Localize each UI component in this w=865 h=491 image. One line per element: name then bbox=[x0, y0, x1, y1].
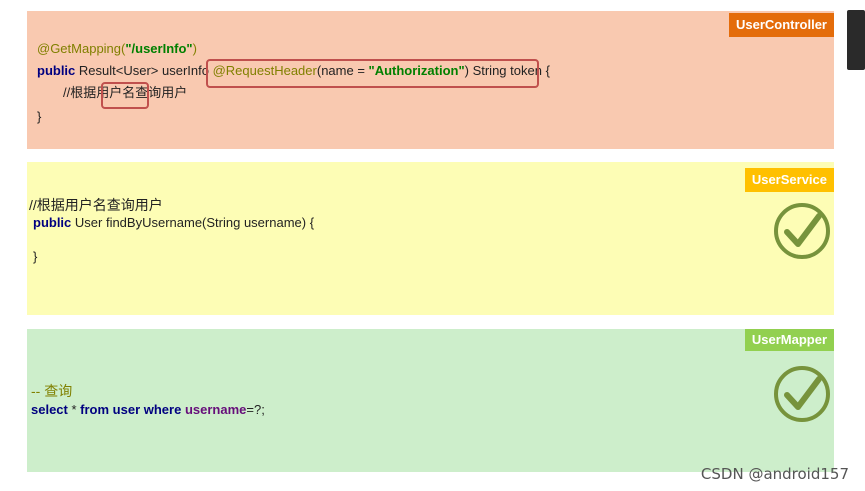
getmapping-annotation: @GetMapping( bbox=[37, 41, 126, 56]
method-signature: Result<User> userInfo bbox=[75, 63, 209, 78]
check-circle-icon bbox=[774, 366, 830, 422]
check-circle-icon bbox=[774, 203, 830, 259]
getmapping-close: ) bbox=[192, 41, 197, 56]
controller-line-2: public Result<User> userInfo @RequestHea… bbox=[37, 60, 550, 82]
public-keyword: public bbox=[37, 63, 76, 78]
requestheader-annotation: @RequestHeader bbox=[212, 63, 317, 78]
username-highlight bbox=[101, 82, 149, 109]
select-keyword: select bbox=[31, 402, 68, 417]
watermark: CSDN @android157 bbox=[700, 465, 849, 483]
open-brace: { bbox=[545, 63, 550, 78]
authorization-string: "Authorization" bbox=[368, 63, 465, 78]
service-close-brace: } bbox=[33, 249, 38, 264]
sql-star: * bbox=[67, 402, 81, 417]
from-where-keywords: from user where bbox=[80, 402, 182, 417]
service-method: public User findByUsername(String userna… bbox=[33, 212, 314, 234]
requestheader-highlight bbox=[206, 59, 539, 88]
controller-panel: UserController @GetMapping("/userInfo" ) … bbox=[27, 11, 834, 149]
sql-statement: select * from user where username=?; bbox=[31, 399, 265, 421]
side-thumbnail bbox=[847, 10, 865, 70]
mapper-panel: UserMapper -- 查询 select * from user wher… bbox=[27, 329, 834, 472]
controller-tag: UserController bbox=[728, 13, 834, 37]
service-tag: UserService bbox=[744, 168, 834, 192]
service-signature: User findByUsername(String username) { bbox=[71, 215, 315, 230]
sql-end: =?; bbox=[246, 402, 265, 417]
param-name: (name = bbox=[316, 63, 369, 78]
controller-close-brace: } bbox=[37, 109, 42, 124]
controller-line-1: @GetMapping("/userInfo") bbox=[37, 38, 197, 60]
username-column: username bbox=[181, 402, 247, 417]
mapper-tag: UserMapper bbox=[744, 329, 834, 351]
userinfo-path: "/userInfo" bbox=[125, 41, 193, 56]
controller-comment: //根据用户名查询用户 bbox=[63, 85, 188, 100]
service-comment: //根据用户名查询用户 bbox=[29, 197, 163, 213]
param-type: ) String token bbox=[464, 63, 542, 78]
public-keyword: public bbox=[33, 215, 72, 230]
sql-comment: -- 查询 bbox=[31, 383, 73, 399]
service-panel: UserService //根据用户名查询用户 public User find… bbox=[27, 162, 834, 315]
